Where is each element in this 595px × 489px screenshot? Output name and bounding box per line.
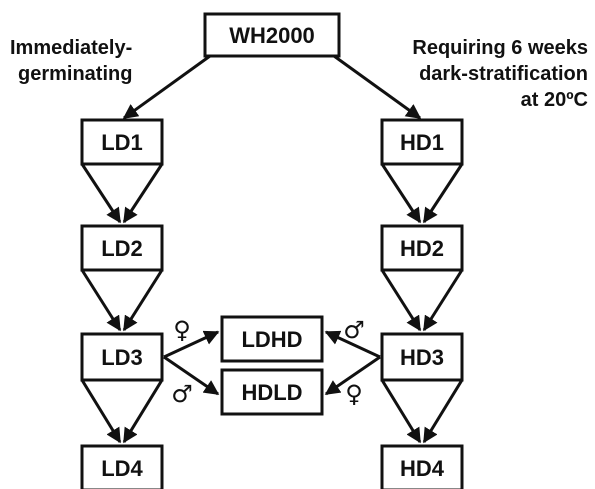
hd1-to-hd2-funnel [380,163,464,224]
hd4-label: HD4 [400,456,445,481]
ldhd-label: LDHD [241,327,302,352]
node-ld4: LD4 [80,444,164,489]
right-caption-line1: Requiring 6 weeks [412,37,588,59]
node-ld2: LD2 [80,224,164,272]
root-to-ld1-arrow [122,54,211,120]
root-to-hd1-arrow [333,54,422,120]
ld3-to-ldhd-arrow [163,330,220,359]
node-ldhd: LDHD [220,315,324,363]
ld1-to-ld2-funnel [80,163,164,224]
node-hd3: HD3 [380,332,464,382]
male-symbol-left: ♂ [171,380,193,408]
node-ld1: LD1 [80,118,164,166]
left-caption-line1: Immediately- [10,37,132,59]
ld4-label: LD4 [101,456,143,481]
hd2-label: HD2 [400,236,444,261]
node-hd1: HD1 [380,118,464,166]
ld2-to-ld3-funnel [80,269,164,332]
hd3-to-ldhd-arrow [324,330,381,359]
node-hdld: HDLD [220,368,324,416]
node-hd4: HD4 [380,444,464,489]
ld2-label: LD2 [101,236,143,261]
hd3-to-hd4-funnel [380,379,464,444]
female-symbol-left: ♀ [173,316,191,344]
hd2-to-hd3-funnel [380,269,464,332]
root-node: WH2000 [203,12,341,58]
ld3-to-hdld-arrow [163,355,220,396]
root-label: WH2000 [229,23,315,48]
ld3-to-ld4-funnel [80,379,164,444]
ld3-label: LD3 [101,345,143,370]
right-caption-line2: dark-stratification [419,63,588,85]
hd1-label: HD1 [400,130,444,155]
hd3-to-hdld-arrow [324,355,381,396]
node-ld3: LD3 [80,332,164,382]
node-hd2: HD2 [380,224,464,272]
hd3-label: HD3 [400,345,444,370]
ld1-label: LD1 [101,130,143,155]
male-symbol-right: ♂ [343,316,365,344]
left-caption-line2: germinating [18,63,132,85]
right-caption-line3: at 20ºC [521,89,588,111]
hdld-label: HDLD [241,380,302,405]
female-symbol-right: ♀ [345,380,363,408]
